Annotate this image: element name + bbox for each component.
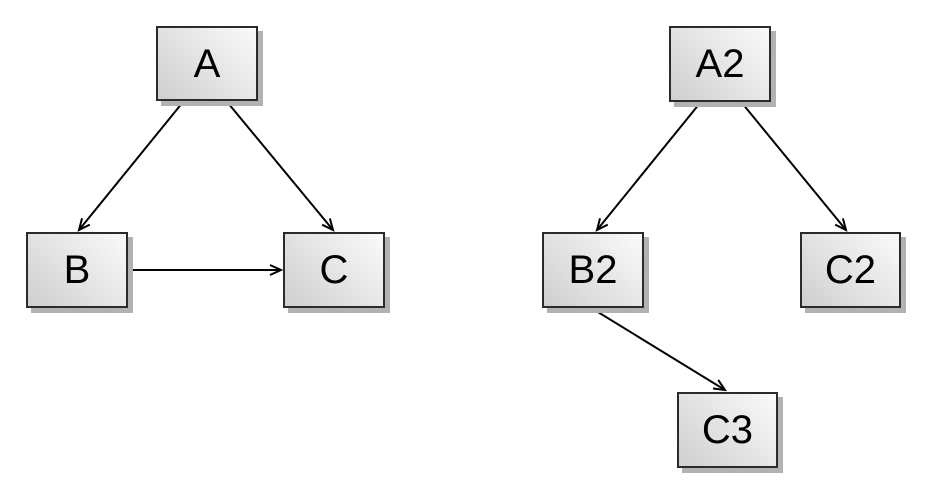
node-C: C [283, 232, 385, 308]
edges-group [77, 101, 848, 392]
node-C3: C3 [677, 392, 778, 468]
node-label-B2: B2 [568, 248, 618, 292]
edge-A2-B2 [595, 102, 701, 232]
node-A: A [156, 26, 258, 101]
node-label-C: C [319, 248, 349, 292]
node-label-C3: C3 [701, 408, 754, 452]
edge-A2-C2 [741, 102, 848, 232]
node-label-C2: C2 [824, 248, 877, 292]
edge-A-C [227, 102, 335, 232]
edge-B2-C3 [592, 308, 728, 392]
node-label-B: B [63, 248, 91, 292]
node-label-A2: A2 [695, 42, 745, 86]
node-C2: C2 [800, 232, 901, 308]
node-label-A: A [193, 41, 221, 86]
edge-A-B [77, 101, 184, 232]
node-A2: A2 [669, 26, 771, 102]
node-B: B [26, 232, 128, 308]
node-B2: B2 [542, 232, 644, 308]
